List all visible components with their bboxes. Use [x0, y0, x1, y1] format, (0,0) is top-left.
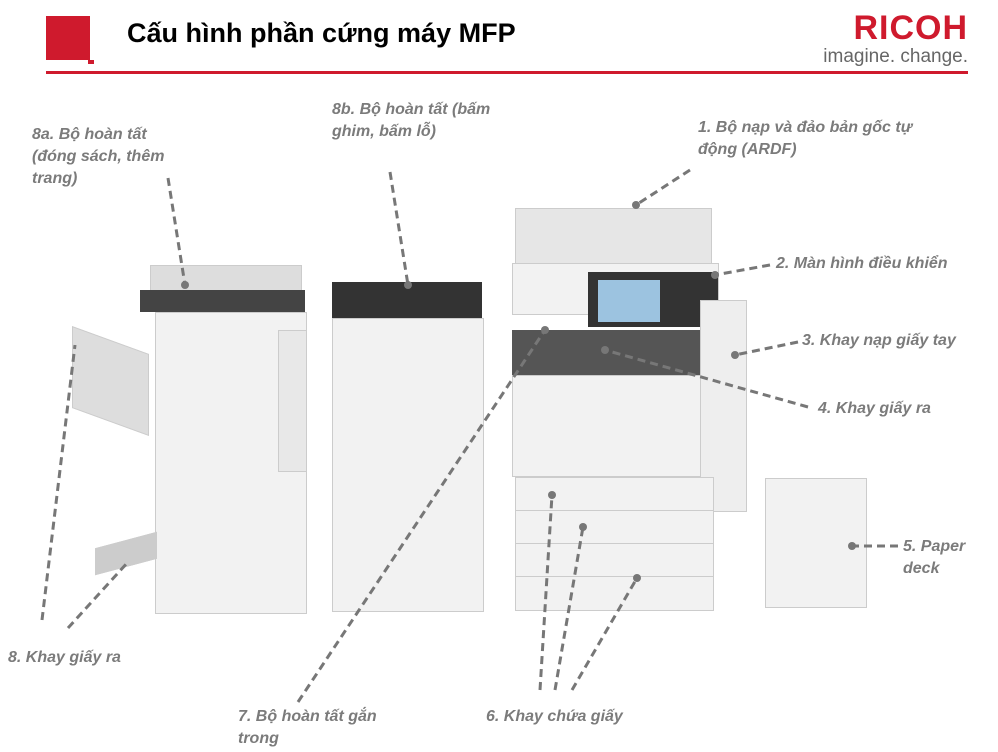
label-2-control-panel: 2. Màn hình điều khiển [776, 255, 948, 272]
brand-name: RICOH [853, 9, 968, 47]
header-divider [46, 71, 968, 74]
red-square-logo-mark [46, 16, 94, 64]
label-8a-booklet-finisher: 8a. Bộ hoàn tất (đóng sách, thêm trang) [32, 126, 165, 187]
brand-tagline: imagine. change. [823, 46, 968, 67]
label-4-output-tray: 4. Khay giấy ra [818, 400, 931, 417]
label-8-output-tray: 8. Khay giấy ra [8, 649, 121, 666]
label-5-paper-deck: 5. Paper deck [903, 538, 966, 577]
label-6-paper-trays: 6. Khay chứa giấy [486, 708, 623, 725]
label-1-ardf: 1. Bộ nạp và đảo bản gốc tự động (ARDF) [698, 119, 913, 158]
ricoh-logo: RICOH imagine. change. [823, 10, 968, 68]
label-8b-staple-finisher: 8b. Bộ hoàn tất (bấm ghim, bấm lỗ) [332, 101, 491, 140]
label-3-bypass-tray: 3. Khay nạp giấy tay [802, 332, 956, 349]
label-7-internal-finisher: 7. Bộ hoàn tất gắn trong [238, 708, 377, 747]
page-title: Cấu hình phần cứng máy MFP [127, 18, 516, 48]
